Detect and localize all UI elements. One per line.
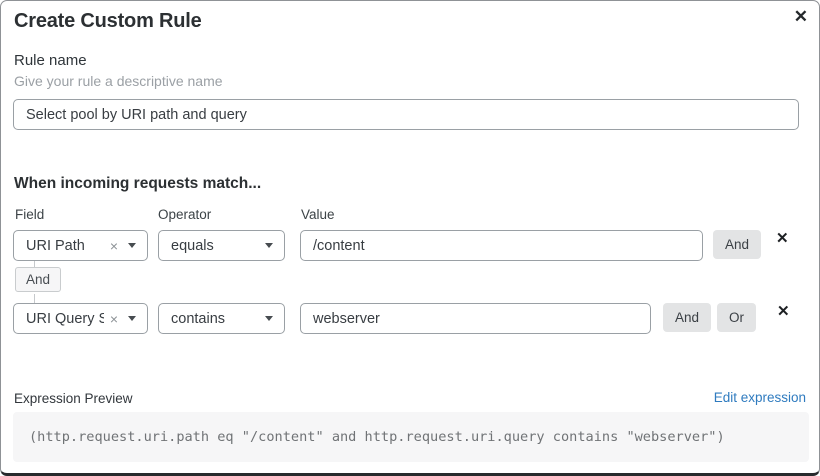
condition-row: URI Path × equals And ✕ xyxy=(1,230,819,261)
remove-condition-icon[interactable]: ✕ xyxy=(776,230,789,247)
close-icon[interactable]: ✕ xyxy=(793,7,808,26)
chevron-down-icon xyxy=(265,243,273,248)
rule-name-label: Rule name xyxy=(14,52,87,69)
chevron-down-icon xyxy=(128,316,136,321)
field-column-label: Field xyxy=(15,207,45,222)
chevron-down-icon xyxy=(128,243,136,248)
rule-name-helper-text: Give your rule a descriptive name xyxy=(14,73,223,89)
field-select[interactable]: URI Query St... × xyxy=(13,303,148,334)
match-section-heading: When incoming requests match... xyxy=(14,175,262,192)
clear-selection-icon[interactable]: × xyxy=(109,237,118,254)
value-input[interactable] xyxy=(300,230,703,261)
and-button[interactable]: And xyxy=(663,303,712,332)
value-column-label: Value xyxy=(301,207,335,222)
value-input[interactable] xyxy=(300,303,651,334)
field-select-value: URI Path xyxy=(26,237,85,254)
expression-preview-label: Expression Preview xyxy=(14,391,133,406)
clear-selection-icon[interactable]: × xyxy=(109,310,118,327)
rule-name-input[interactable] xyxy=(13,99,799,130)
condition-row: URI Query St... × contains And Or ✕ xyxy=(1,303,819,334)
connector-line xyxy=(34,261,35,268)
operator-select[interactable]: contains xyxy=(158,303,285,334)
expression-code-block: (http.request.uri.path eq "/content" and… xyxy=(13,412,809,462)
edit-expression-link[interactable]: Edit expression xyxy=(713,390,806,405)
expression-code-text: (http.request.uri.path eq "/content" and… xyxy=(29,429,725,445)
or-button[interactable]: Or xyxy=(717,303,756,332)
operator-select-value: equals xyxy=(171,237,214,254)
operator-select[interactable]: equals xyxy=(158,230,285,261)
dialog-title: Create Custom Rule xyxy=(14,10,202,32)
connector-line xyxy=(34,294,35,303)
and-connector-badge: And xyxy=(15,267,62,292)
chevron-down-icon xyxy=(265,316,273,321)
field-select[interactable]: URI Path × xyxy=(13,230,148,261)
field-select-value: URI Query St... xyxy=(26,310,104,327)
operator-column-label: Operator xyxy=(158,207,212,222)
operator-select-value: contains xyxy=(171,310,226,327)
remove-condition-icon[interactable]: ✕ xyxy=(777,303,790,320)
and-button[interactable]: And xyxy=(713,230,762,259)
